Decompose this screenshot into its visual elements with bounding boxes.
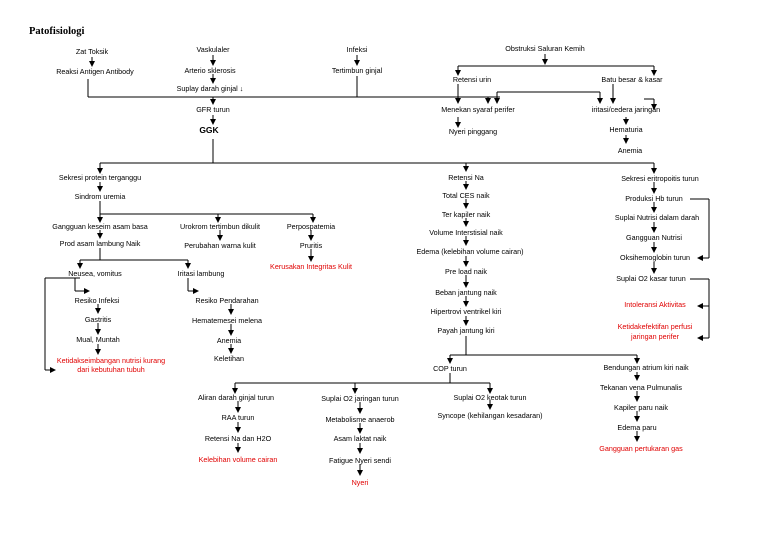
node-ketidak-nutrisi-2: dari kebutuhan tubuh: [77, 365, 145, 374]
node-total-ces: Total CES naik: [442, 191, 490, 200]
node-payah-jantung: Payah jantung kiri: [437, 326, 495, 335]
node-fatigue: Fatigue Nyeri sendi: [329, 456, 391, 465]
node-bendungan: Bendungan atrium kiri naik: [603, 363, 689, 372]
node-keletihan: Keletihan: [214, 354, 244, 363]
node-vaskulaler: Vaskulaler: [196, 45, 230, 54]
node-iritasi-lambung: Iritasi lambung: [177, 269, 225, 278]
node-asam-laktat: Asam laktat naik: [333, 434, 387, 443]
node-cop: COP turun: [433, 364, 467, 373]
node-syncope: Syncope (kehilangan kesadaran): [437, 411, 543, 420]
node-aliran-darah: Aliran darah ginjal turun: [198, 393, 274, 402]
node-ketidakefektifan-2: jaringan perifer: [631, 332, 679, 341]
node-reaksi-antigen: Reaksi Antigen Antibody: [56, 67, 134, 76]
node-resiko-infeksi: Resiko Infeksi: [74, 296, 120, 305]
node-edema-kelebihan: Edema (kelebihan volume cairan): [416, 247, 524, 256]
node-intoleransi: Intoleransi Aktivitas: [624, 300, 686, 309]
node-hematuria: Hematuria: [609, 125, 643, 134]
node-edema-paru: Edema paru: [617, 423, 657, 432]
node-nyeri: Nyeri: [351, 478, 369, 487]
node-preload: Pre load naik: [445, 267, 487, 276]
node-sekresi-eritro: Sekresi eritropoitis turun: [621, 174, 699, 183]
node-prod-asam: Prod asam lambung Naik: [59, 239, 141, 248]
node-gangguan-nutrisi: Gangguan Nutrisi: [626, 233, 682, 242]
node-perpospatemia: Perpospatemia: [286, 222, 336, 231]
node-produksi-hb: Produksi Hb turun: [625, 194, 683, 203]
node-suplai-o2-jaringan: Suplai O2 jaringan turun: [321, 394, 399, 403]
node-hematemesei: Hematemesei melena: [192, 316, 262, 325]
node-tekanan-vena: Tekanan vena Pulmunalis: [600, 383, 682, 392]
node-volume-interstisial: Volume Interstisial naik: [429, 228, 503, 237]
node-sekresi-protein: Sekresi protein terganggu: [58, 173, 142, 182]
node-retensi-na: Retensi Na: [448, 173, 484, 182]
node-oksihemoglobin: Oksihemoglobin turun: [620, 253, 690, 262]
node-iritasi-cedera: iritasi/cedera jaringan: [591, 105, 661, 114]
page-title: Patofisiologi: [29, 26, 85, 37]
node-arterio: Arterio sklerosis: [184, 66, 236, 75]
node-gangguan-pertukaran: Gangguan pertukaran gas: [599, 444, 683, 453]
node-kelebihan-volume: Kelebihan volume cairan: [198, 455, 278, 464]
node-nyeri-pinggang: Nyeri pinggang: [448, 127, 498, 136]
node-kerusakan: Kerusakan Integritas Kulit: [270, 262, 352, 271]
node-batu-besar: Batu besar & kasar: [601, 75, 663, 84]
node-suplay: Suplay darah ginjal ↓: [176, 84, 244, 93]
node-ggk: GGK: [199, 125, 219, 135]
node-suplai-nutrisi: Suplai Nutrisi dalam darah: [614, 213, 700, 222]
node-kapiler-paru: Kapiler paru naik: [614, 403, 668, 412]
node-ter-kapiler: Ter kapiler naik: [441, 210, 491, 219]
node-neusea: Neusea, vomitus: [68, 269, 122, 278]
node-sindrom: Sindrom uremia: [74, 192, 126, 201]
node-mual: Mual, Muntah: [76, 335, 120, 344]
node-raa: RAA turun: [221, 413, 255, 422]
node-ketidakefektifan-1: Ketidakefektifan perfusi: [617, 322, 693, 331]
node-gastritis: Gastritis: [84, 315, 112, 324]
node-gfr: GFR turun: [196, 105, 230, 114]
node-retensi-urin: Retensi urin: [452, 75, 492, 84]
node-anemia-top: Anemia: [617, 146, 643, 155]
node-resiko-pendarahan: Resiko Pendarahan: [195, 296, 259, 305]
node-gangguan-asam: Gangguan keseim asam basa: [52, 222, 148, 231]
node-obstruksi: Obstruksi Saluran Kemih: [505, 44, 585, 53]
node-perubahan-warna: Perubahan warna kulit: [184, 241, 256, 250]
node-menekan: Menekan syaraf perifer: [441, 105, 515, 114]
node-hipertrovi: Hipertrovi ventrikel kiri: [430, 307, 502, 316]
node-infeksi: Infeksi: [346, 45, 368, 54]
node-beban-jantung: Beban jantung naik: [435, 288, 497, 297]
node-suplai-o2-kasar: Suplai O2 kasar turun: [616, 274, 686, 283]
node-ketidak-nutrisi-1: Ketidakseimbangan nutrisi kurang: [56, 356, 166, 365]
node-tertimbun: Tertimbun ginjal: [331, 66, 383, 75]
node-anemia-mid: Anemia: [216, 336, 242, 345]
node-urokrom: Urokrom tertimbun dikulit: [180, 222, 260, 231]
node-retensi-na-h2o: Retensi Na dan H2O: [204, 434, 272, 443]
node-pruritis: Pruritis: [299, 241, 323, 250]
node-metabolisme: Metabolisme anaerob: [325, 415, 395, 424]
node-zat-toksik: Zat Toksik: [75, 47, 109, 56]
node-suplai-o2-keotak: Suplai O2 keotak turun: [453, 393, 527, 402]
